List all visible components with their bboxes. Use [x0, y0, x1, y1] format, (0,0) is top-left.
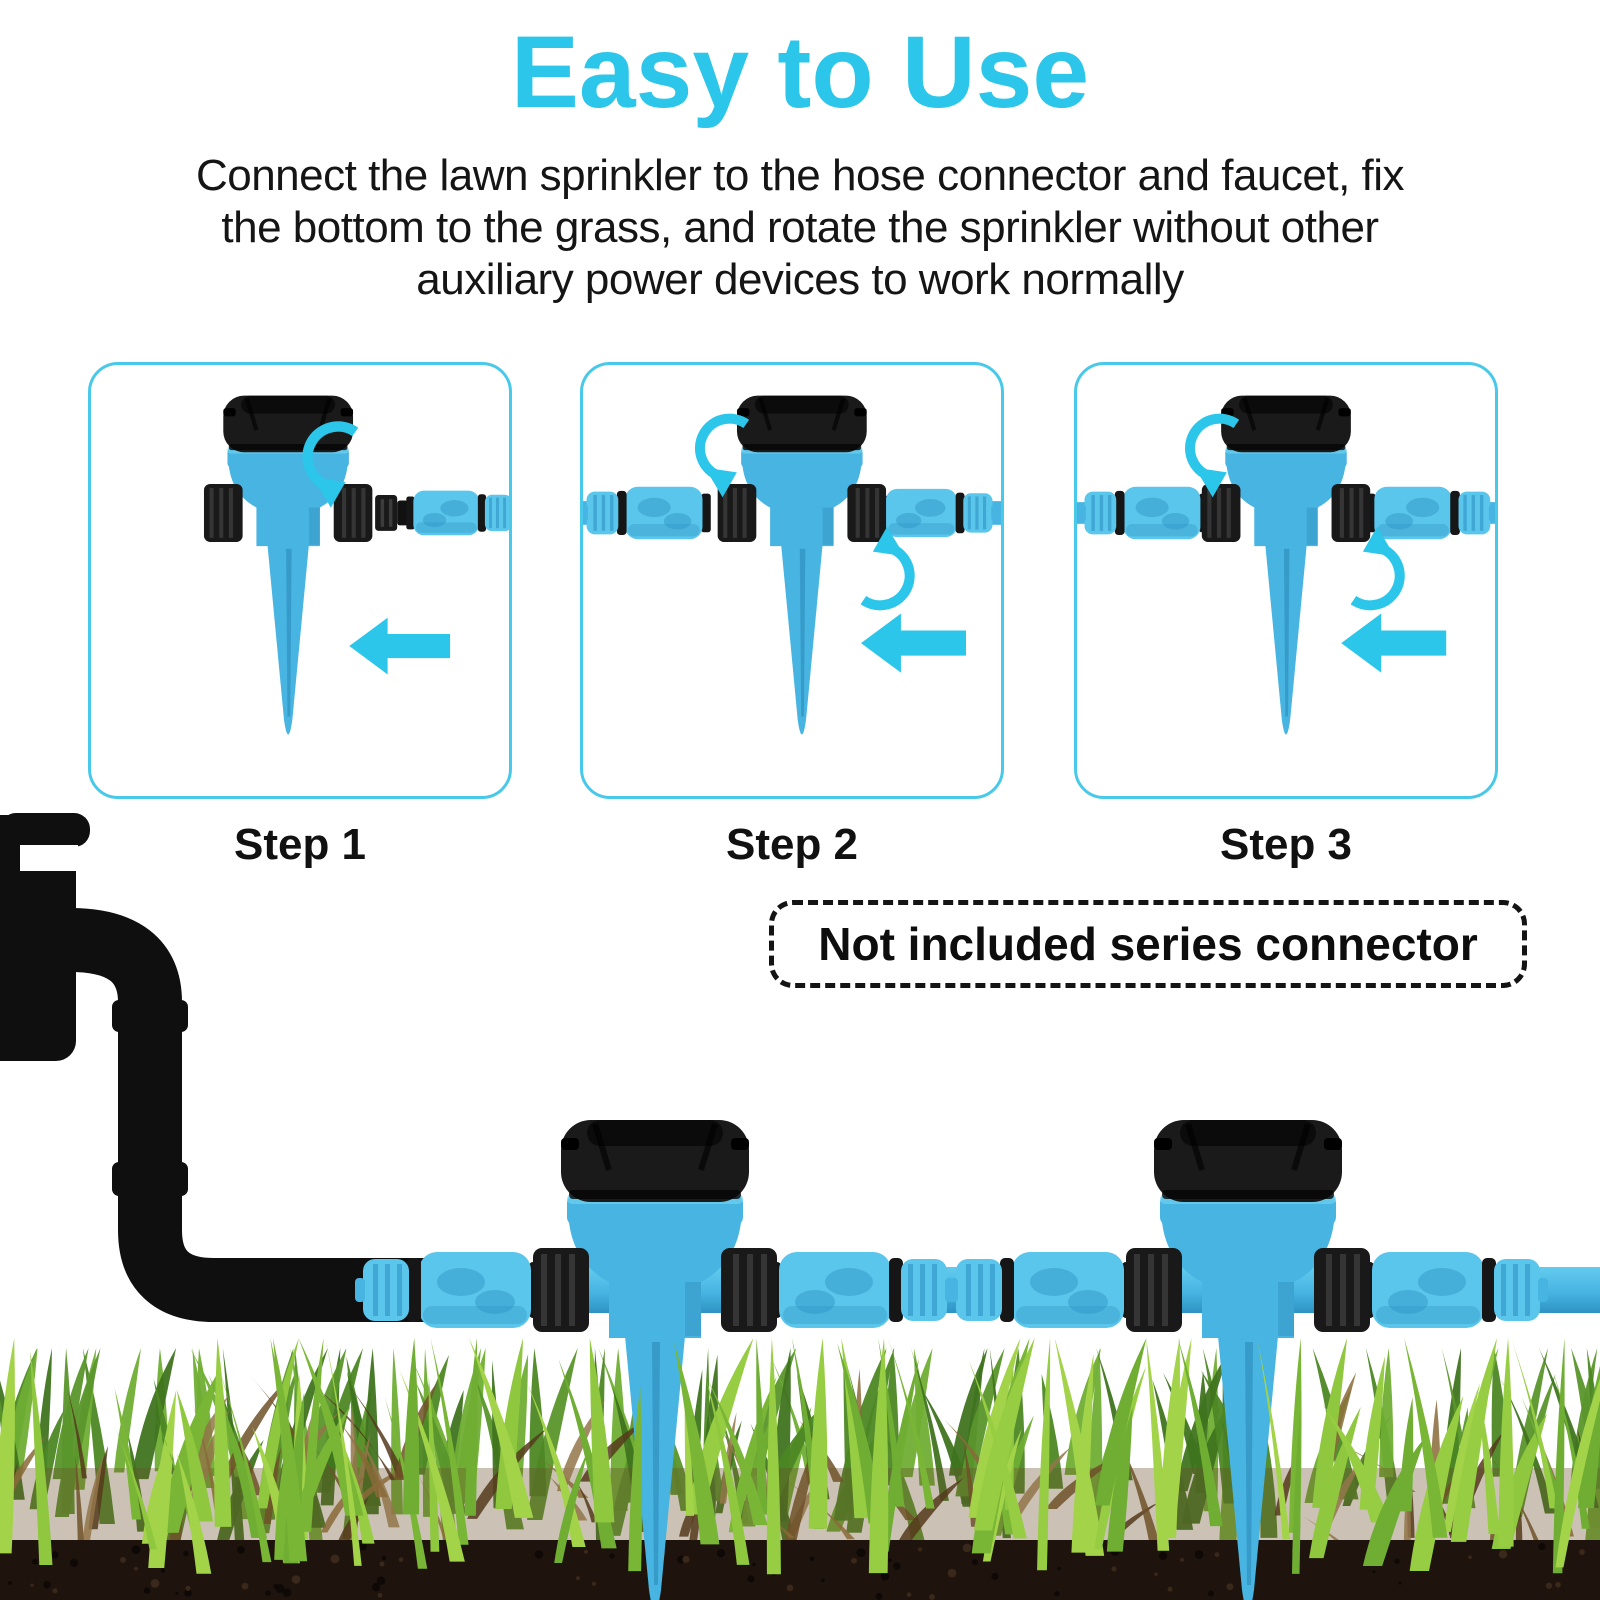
hose-connector — [1360, 1252, 1548, 1328]
hose-connector — [767, 1252, 955, 1328]
step-1-label: Step 1 — [233, 820, 367, 869]
intro-line: the bottom to the grass, and rotate the … — [221, 202, 1379, 252]
intro-line: Connect the lawn sprinkler to the hose c… — [195, 151, 1405, 200]
sprinkler-illustration — [1078, 396, 1495, 735]
sprinkler-illustration — [583, 396, 998, 735]
step-1-figure — [88, 362, 512, 799]
grass-foreground — [0, 1338, 1600, 1575]
step-3-label: Step 3 — [1219, 820, 1353, 869]
step-3-figure — [1074, 362, 1498, 799]
push-left-arrow-icon — [1341, 613, 1447, 673]
step-2-label: Step 2 — [725, 820, 859, 869]
faucet-silhouette — [0, 813, 470, 1322]
page-title: Easy to Use — [510, 15, 1090, 129]
faucet-hose — [69, 908, 470, 1322]
push-left-arrow-icon — [861, 613, 967, 673]
note-label: Not included series connector — [818, 918, 1478, 970]
hose-connector — [948, 1252, 1136, 1328]
installation-scene — [0, 813, 1600, 1600]
series-connector-note: Not included series connector — [769, 900, 1527, 988]
push-left-arrow-icon — [349, 617, 451, 675]
sprinkler-illustration — [204, 396, 509, 735]
step-3-illustration — [1077, 365, 1495, 796]
intro-line: auxiliary power devices to work normally — [416, 254, 1184, 304]
hose-connector — [406, 490, 509, 536]
hose-connector — [878, 488, 998, 538]
step-2-figure — [580, 362, 1004, 799]
step-1-illustration — [91, 365, 509, 796]
hose-connector — [1078, 486, 1209, 540]
hose-connector — [1366, 486, 1495, 540]
step-2-illustration — [583, 365, 1001, 796]
hose-connector — [355, 1252, 543, 1328]
intro-text: Connect the lawn sprinkler to the hose c… — [0, 150, 1600, 306]
hose-connector — [583, 486, 711, 540]
